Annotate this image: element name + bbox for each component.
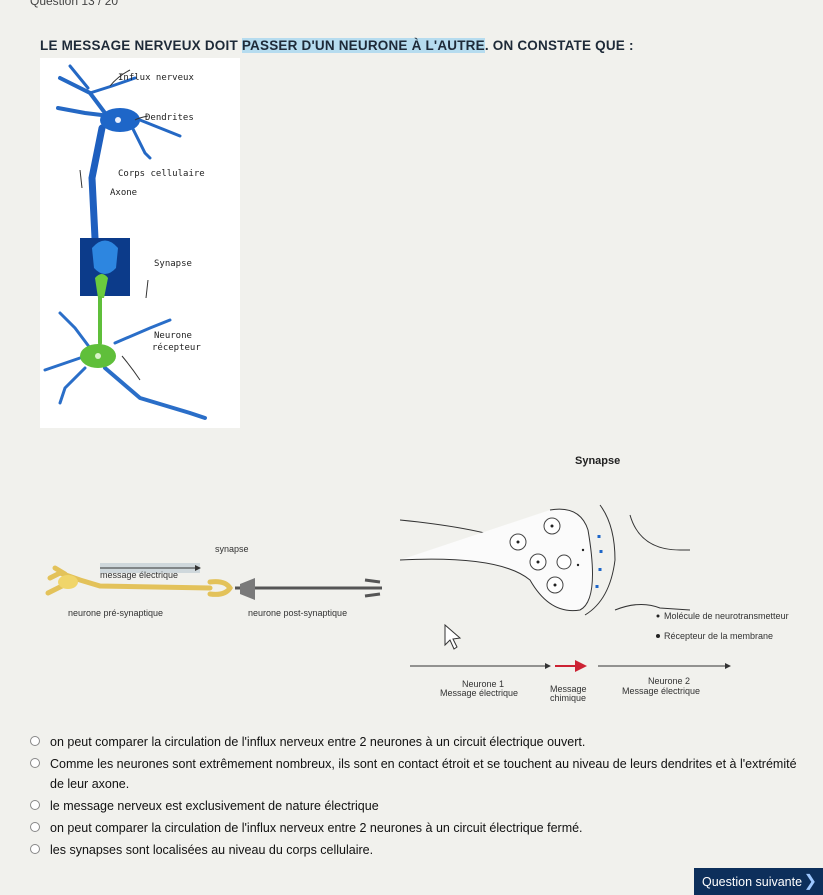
postsynaptic-membrane	[584, 504, 616, 616]
diagram-background	[40, 58, 240, 428]
lower-nucleus	[95, 353, 101, 359]
label-synapse-small: synapse	[215, 544, 249, 554]
upper-nucleus	[115, 117, 121, 123]
label-recepteur-2: récepteur	[152, 342, 201, 353]
option-1[interactable]: on peut comparer la circulation de l'inf…	[30, 732, 810, 752]
label-influx: Influx nerveux	[118, 73, 194, 83]
label-corps: Corps cellulaire	[118, 169, 205, 179]
option-text: on peut comparer la circulation de l'inf…	[50, 821, 583, 835]
label-msg-elec-1: Message électrique	[440, 688, 518, 698]
option-text: les synapses sont localisées au niveau d…	[50, 843, 374, 857]
option-text: on peut comparer la circulation de l'inf…	[50, 735, 586, 749]
label-msg-elec-2: Message électrique	[622, 686, 700, 696]
question-counter: Question 13 / 20	[30, 0, 119, 8]
radio-button[interactable]	[30, 822, 40, 832]
post-neuron	[235, 578, 382, 598]
prompt-part3: . On constate que :	[484, 38, 634, 53]
label-axone: Axone	[110, 188, 137, 198]
label-msg-chim-2: chimique	[550, 693, 586, 703]
synapse-title: Synapse	[575, 455, 620, 467]
legend-molecule: Molécule de neurotransmetteur	[664, 611, 789, 621]
axon-terminal	[92, 240, 118, 274]
label-message-electrique: message électrique	[100, 570, 178, 580]
legend-recepteur: Récepteur de la membrane	[664, 631, 773, 641]
synapse-detail-diagram: Synapse Molécule de neurotransmetteur Ré…	[400, 455, 789, 703]
vesicles	[509, 517, 572, 594]
synaptic-transmission-diagram: synapse message électrique neurone pré-s…	[45, 544, 382, 618]
upper-neuron	[56, 64, 182, 242]
presynaptic-terminal	[400, 508, 593, 612]
option-5[interactable]: les synapses sont localisées au niveau d…	[30, 840, 810, 860]
question-prompt: Le message nerveux doit passer d'un neur…	[40, 38, 634, 53]
option-3[interactable]: le message nerveux est exclusivement de …	[30, 796, 810, 816]
receptors	[595, 535, 603, 588]
synaptic-cleft	[240, 578, 255, 600]
label-recepteur-1: Neurone	[154, 331, 192, 341]
chevron-right-icon: ❯	[803, 873, 817, 890]
radio-button[interactable]	[30, 736, 40, 746]
label-neurone-2: Neurone 2	[648, 676, 690, 686]
prompt-part1: Le message nerveux doit	[40, 38, 242, 53]
option-2[interactable]: Comme les neurones sont extrêmement nomb…	[30, 754, 810, 794]
radio-button[interactable]	[30, 844, 40, 854]
answer-options: on peut comparer la circulation de l'inf…	[30, 732, 810, 862]
radio-button[interactable]	[30, 758, 40, 768]
label-dendrites: Dendrites	[145, 113, 194, 123]
option-text: le message nerveux est exclusivement de …	[50, 799, 379, 813]
option-text: Comme les neurones sont extrêmement nomb…	[50, 757, 797, 791]
radio-button[interactable]	[30, 800, 40, 810]
label-neurone-1: Neurone 1	[462, 679, 504, 689]
prompt-highlight: passer d'un neurone à l'autre	[241, 38, 485, 53]
neuron-diagram: Influx nerveux Dendrites Corps cellulair…	[40, 58, 240, 428]
next-question-label: Question suivante	[702, 874, 803, 889]
pre-neuron	[45, 565, 233, 597]
label-post-synaptique: neurone post-synaptique	[248, 608, 347, 618]
mouse-cursor-icon	[444, 623, 462, 650]
label-pre-synaptique: neurone pré-synaptique	[68, 608, 163, 618]
post-dendrite	[95, 274, 108, 298]
lower-neuron	[43, 296, 207, 420]
label-synapse: Synapse	[154, 259, 192, 269]
option-4[interactable]: on peut comparer la circulation de l'inf…	[30, 818, 810, 838]
pre-cell-body	[58, 575, 78, 589]
next-question-button[interactable]: Question suivante ❯	[694, 868, 823, 895]
label-msg-chim-1: Message	[550, 684, 587, 694]
neurotransmitters	[516, 524, 660, 638]
